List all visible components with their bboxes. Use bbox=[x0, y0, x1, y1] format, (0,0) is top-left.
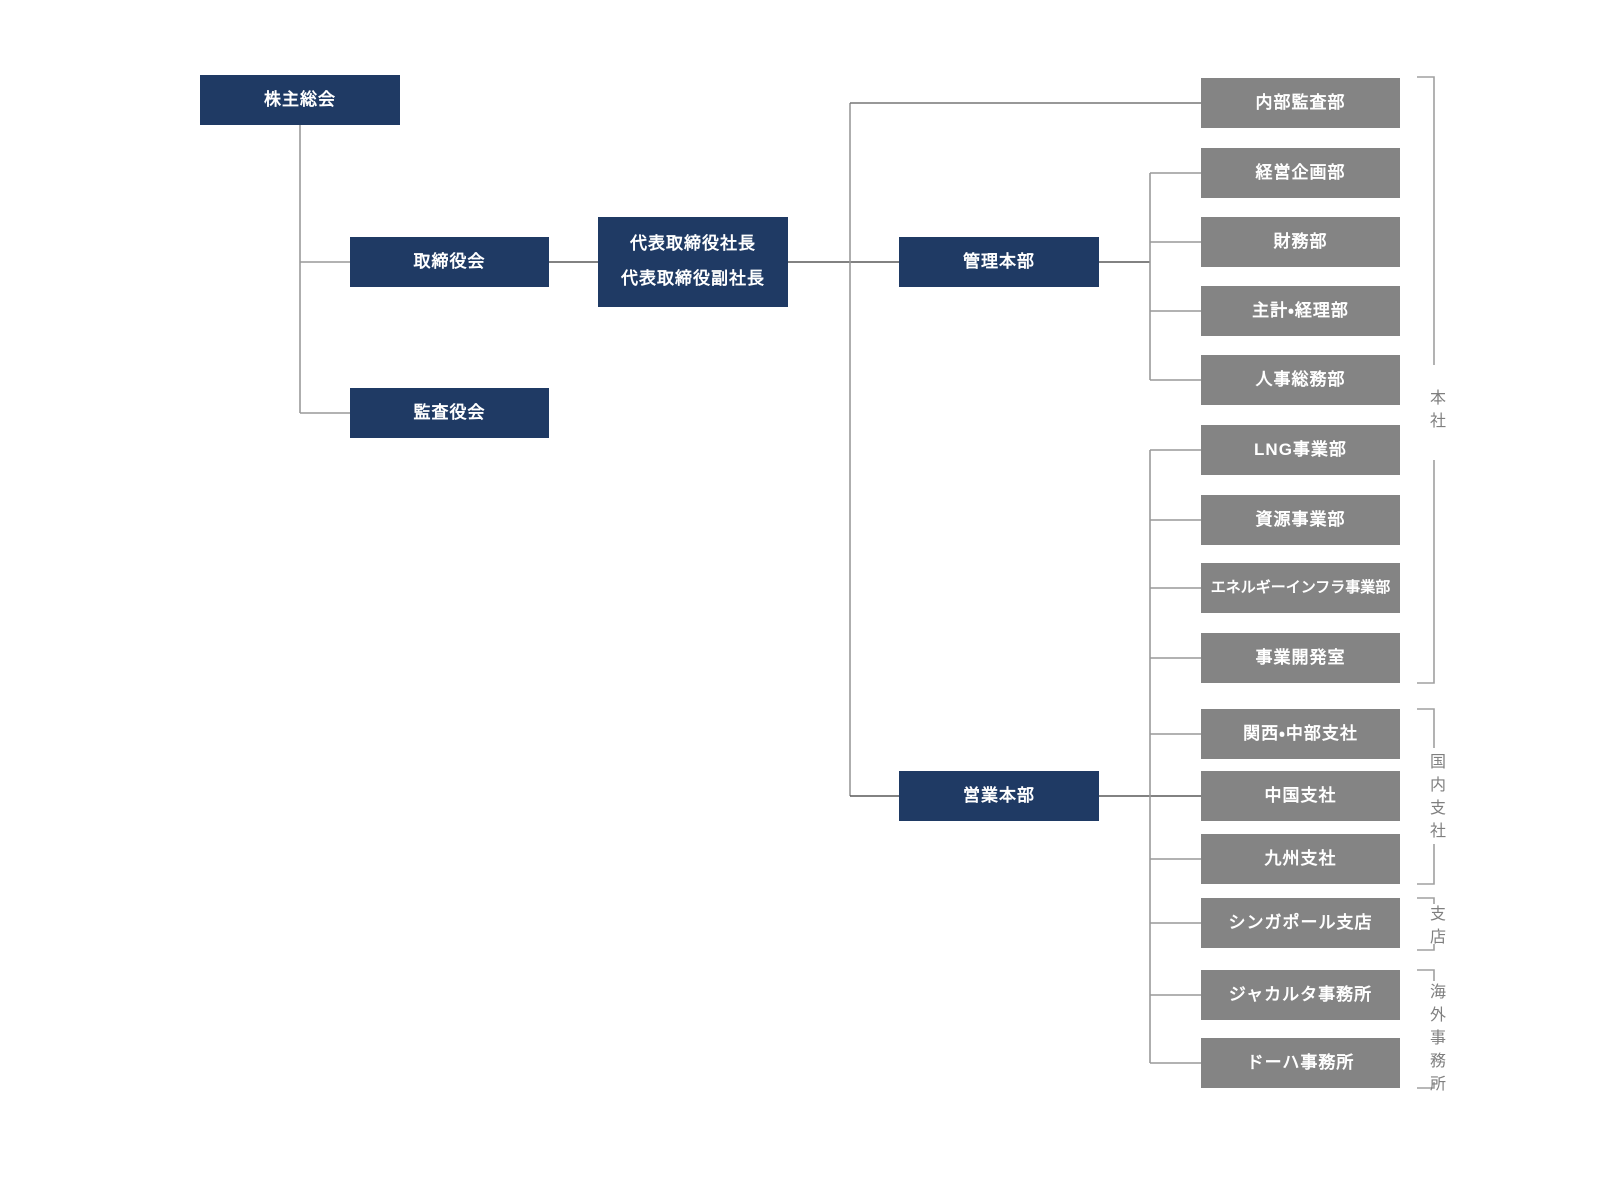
node-president: 代表取締役社長 代表取締役副社長 bbox=[598, 217, 788, 307]
node-admin-division: 管理本部 bbox=[899, 237, 1099, 287]
node-shareholders-meeting: 株主総会 bbox=[200, 75, 400, 125]
trunk-lines bbox=[549, 102, 1201, 797]
node-sales-division: 営業本部 bbox=[899, 771, 1099, 821]
node-board-of-directors: 取締役会 bbox=[350, 237, 549, 287]
dept-business-development: 事業開発室 bbox=[1201, 633, 1400, 683]
group-label-branch: 支店 bbox=[1427, 905, 1444, 951]
dept-resources-business: 資源事業部 bbox=[1201, 495, 1400, 545]
president-title-line2: 代表取締役副社長 bbox=[621, 269, 765, 288]
bracket-domestic-branches bbox=[1417, 708, 1435, 885]
branch-singapore: シンガポール支店 bbox=[1201, 898, 1400, 948]
group-label-overseas-offices: 海外事務所 bbox=[1427, 983, 1444, 1098]
branch-kansai-chubu: 関西・中部支社 bbox=[1201, 709, 1400, 759]
dept-accounting: 主計・経理部 bbox=[1201, 286, 1400, 336]
dept-corporate-planning: 経営企画部 bbox=[1201, 148, 1400, 198]
dept-lng-business: LNG事業部 bbox=[1201, 425, 1400, 475]
group-label-domestic-branches: 国内支社 bbox=[1427, 753, 1444, 845]
president-title-line1: 代表取締役社長 bbox=[630, 234, 756, 254]
dept-hr-general-affairs: 人事総務部 bbox=[1201, 355, 1400, 405]
node-audit-board: 監査役会 bbox=[350, 388, 549, 438]
dept-energy-infra-business: エネルギーインフラ事業部 bbox=[1201, 563, 1400, 613]
dept-finance: 財務部 bbox=[1201, 217, 1400, 267]
shareholders-tree-lines bbox=[299, 125, 350, 414]
branch-chugoku: 中国支社 bbox=[1201, 771, 1400, 821]
office-doha: ドーハ事務所 bbox=[1201, 1038, 1400, 1088]
bracket-overseas-offices bbox=[1417, 969, 1435, 1089]
office-jakarta: ジャカルタ事務所 bbox=[1201, 970, 1400, 1020]
sales-branch-lines bbox=[1149, 449, 1201, 1064]
admin-branch-lines bbox=[1149, 172, 1201, 381]
bracket-branch bbox=[1417, 897, 1435, 951]
branch-kyushu: 九州支社 bbox=[1201, 834, 1400, 884]
dept-internal-audit: 内部監査部 bbox=[1201, 78, 1400, 128]
bracket-head-office bbox=[1417, 76, 1435, 684]
group-label-head-office: 本社 bbox=[1427, 389, 1444, 435]
